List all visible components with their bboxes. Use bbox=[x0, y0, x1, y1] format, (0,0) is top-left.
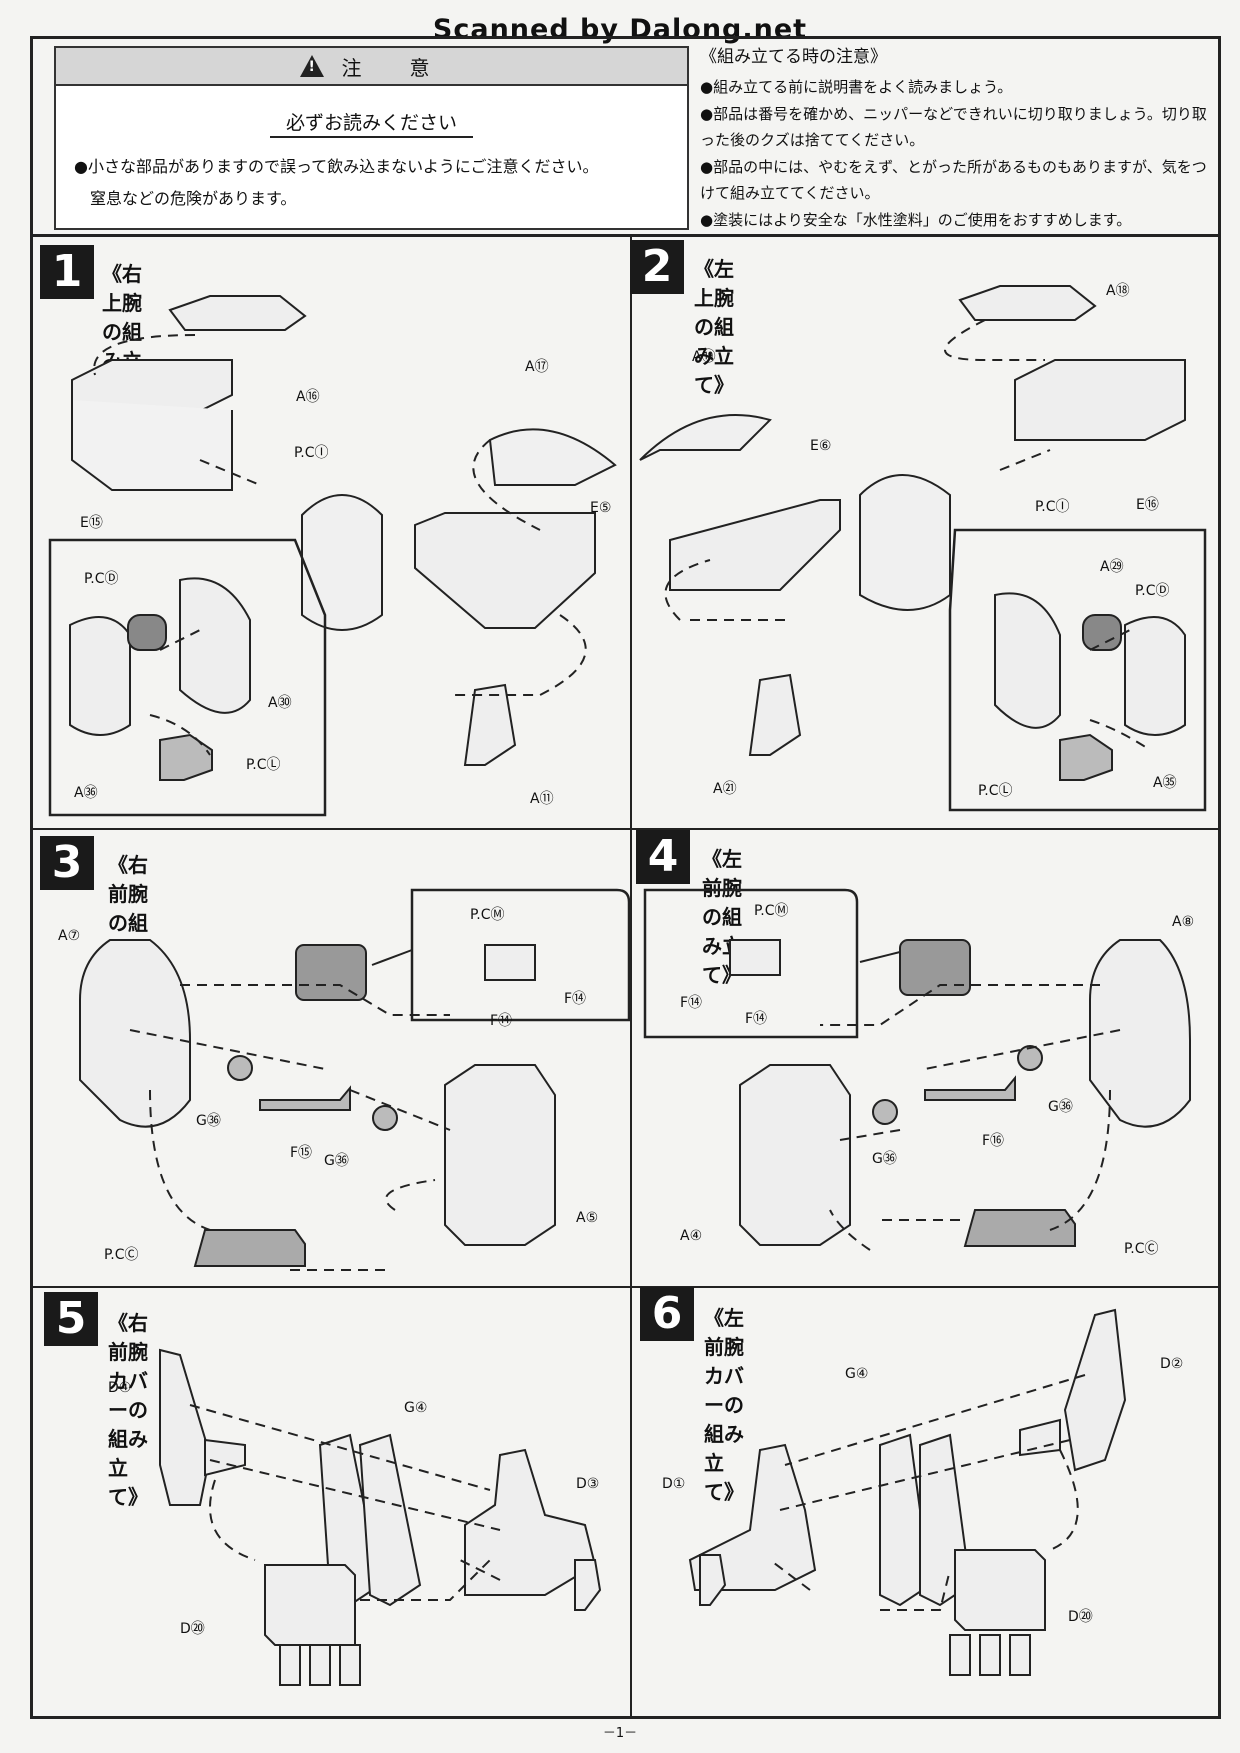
page-number: －1－ bbox=[602, 1726, 638, 1741]
step-number: 3 bbox=[40, 836, 94, 890]
step-number: 5 bbox=[44, 1292, 98, 1346]
part-label: P.CⓁ bbox=[978, 783, 1013, 799]
part-label: D② bbox=[1160, 1356, 1184, 1372]
part-label: A④ bbox=[680, 1228, 703, 1244]
part-label: A⑪ bbox=[530, 791, 554, 807]
part-label: P.CⒹ bbox=[84, 571, 119, 587]
part-label: G㊱ bbox=[324, 1153, 349, 1169]
part-label: P.CⓁ bbox=[246, 757, 281, 773]
caution-box: 注 意 必ずお読みください ●小さな部品がありますので誤って飲み込まないようにご… bbox=[54, 46, 689, 230]
part-label: F⑭ bbox=[745, 1011, 768, 1027]
part-label: P.CⒾ bbox=[1035, 499, 1070, 515]
part-label: G㊱ bbox=[196, 1113, 221, 1129]
part-label: P.CⒸ bbox=[1124, 1241, 1159, 1257]
part-label: D⑳ bbox=[180, 1621, 205, 1637]
step-title: 《左前腕の組み立て》 bbox=[702, 847, 742, 987]
step-title: 《右前腕カバーの組み立て》 bbox=[108, 1311, 148, 1509]
part-label: A⑧ bbox=[1172, 914, 1195, 930]
part-label: A⑦ bbox=[58, 928, 81, 944]
part-label: D④ bbox=[108, 1380, 132, 1396]
part-label: A㉟ bbox=[1153, 775, 1177, 791]
step-title: 《右上腕の組み立て》 bbox=[102, 262, 142, 402]
part-label: D③ bbox=[576, 1476, 600, 1492]
part-label: A⑱ bbox=[1106, 283, 1130, 299]
part-label: P.CⒾ bbox=[294, 445, 329, 461]
part-label: G㊱ bbox=[872, 1151, 897, 1167]
caution-heading: 注 意 bbox=[56, 48, 687, 86]
divider bbox=[30, 828, 1221, 830]
warning-icon bbox=[299, 55, 324, 77]
note-item: ●部品は番号を確かめ、ニッパーなどできれいに切り取りましょう。切り取った後のクズ… bbox=[700, 105, 1207, 149]
part-label: E⑥ bbox=[810, 438, 832, 454]
divider bbox=[630, 234, 632, 1719]
part-label: A⑰ bbox=[525, 359, 549, 375]
step-title: 《左上腕の組み立て》 bbox=[694, 257, 734, 397]
must-read: 必ずお読みください bbox=[56, 108, 687, 138]
part-label: P.CⒸ bbox=[104, 1247, 139, 1263]
divider bbox=[30, 234, 1221, 237]
page-frame bbox=[30, 36, 1221, 1719]
note-item: ●組み立てる前に説明書をよく読みましょう。 bbox=[700, 78, 1013, 96]
caution-line: 窒息などの危険があります。 bbox=[90, 189, 297, 208]
part-label: G④ bbox=[404, 1400, 428, 1416]
part-label: P.CⓂ bbox=[470, 907, 505, 923]
part-label: F⑭ bbox=[680, 995, 703, 1011]
notes-title: 《組み立てる時の注意》 bbox=[700, 47, 887, 67]
step-title: 《右前腕の組み立て》 bbox=[108, 853, 148, 993]
part-label: E⑤ bbox=[590, 500, 612, 516]
caution-text: ●小さな部品がありますので誤って飲み込まないようにご注意ください。 窒息などの危… bbox=[74, 151, 669, 215]
caution-heading-text: 注 意 bbox=[341, 55, 444, 80]
part-label: F⑮ bbox=[290, 1145, 313, 1161]
part-label: F⑯ bbox=[982, 1133, 1005, 1149]
step-number: 6 bbox=[640, 1287, 694, 1341]
divider bbox=[30, 1286, 1221, 1288]
part-label: A㊱ bbox=[74, 785, 98, 801]
part-label: D⑳ bbox=[1068, 1609, 1093, 1625]
part-label: E⑯ bbox=[1136, 497, 1159, 513]
caution-line: ●小さな部品がありますので誤って飲み込まないようにご注意ください。 bbox=[74, 157, 599, 176]
part-label: E⑮ bbox=[80, 515, 103, 531]
part-label: A⑲ bbox=[692, 349, 716, 365]
note-item: ●塗装にはより安全な「水性塗料」のご使用をおすすめします。 bbox=[700, 211, 1132, 229]
part-label: F⑭ bbox=[490, 1013, 513, 1029]
part-label: A㉑ bbox=[713, 781, 737, 797]
step-title: 《左前腕カバーの組み立て》 bbox=[704, 1306, 744, 1504]
part-label: A⑤ bbox=[576, 1210, 599, 1226]
part-label: F⑭ bbox=[564, 991, 587, 1007]
assembly-notes: 《組み立てる時の注意》 ●組み立てる前に説明書をよく読みましょう。 ●部品は番号… bbox=[700, 44, 1212, 234]
part-label: P.CⓂ bbox=[754, 903, 789, 919]
part-label: P.CⒹ bbox=[1135, 583, 1170, 599]
note-item: ●部品の中には、やむをえず、とがった所があるものもありますが、気をつけて組み立て… bbox=[700, 158, 1207, 202]
part-label: A㉚ bbox=[268, 695, 292, 711]
part-label: G㊱ bbox=[1048, 1099, 1073, 1115]
step-number: 1 bbox=[40, 245, 94, 299]
part-label: A⑯ bbox=[296, 389, 320, 405]
part-label: D① bbox=[662, 1476, 686, 1492]
step-number: 2 bbox=[630, 240, 684, 294]
step-number: 4 bbox=[636, 830, 690, 884]
part-label: A㉙ bbox=[1100, 559, 1124, 575]
watermark: Scanned by Dalong.net bbox=[432, 14, 808, 45]
part-label: G④ bbox=[845, 1366, 869, 1382]
